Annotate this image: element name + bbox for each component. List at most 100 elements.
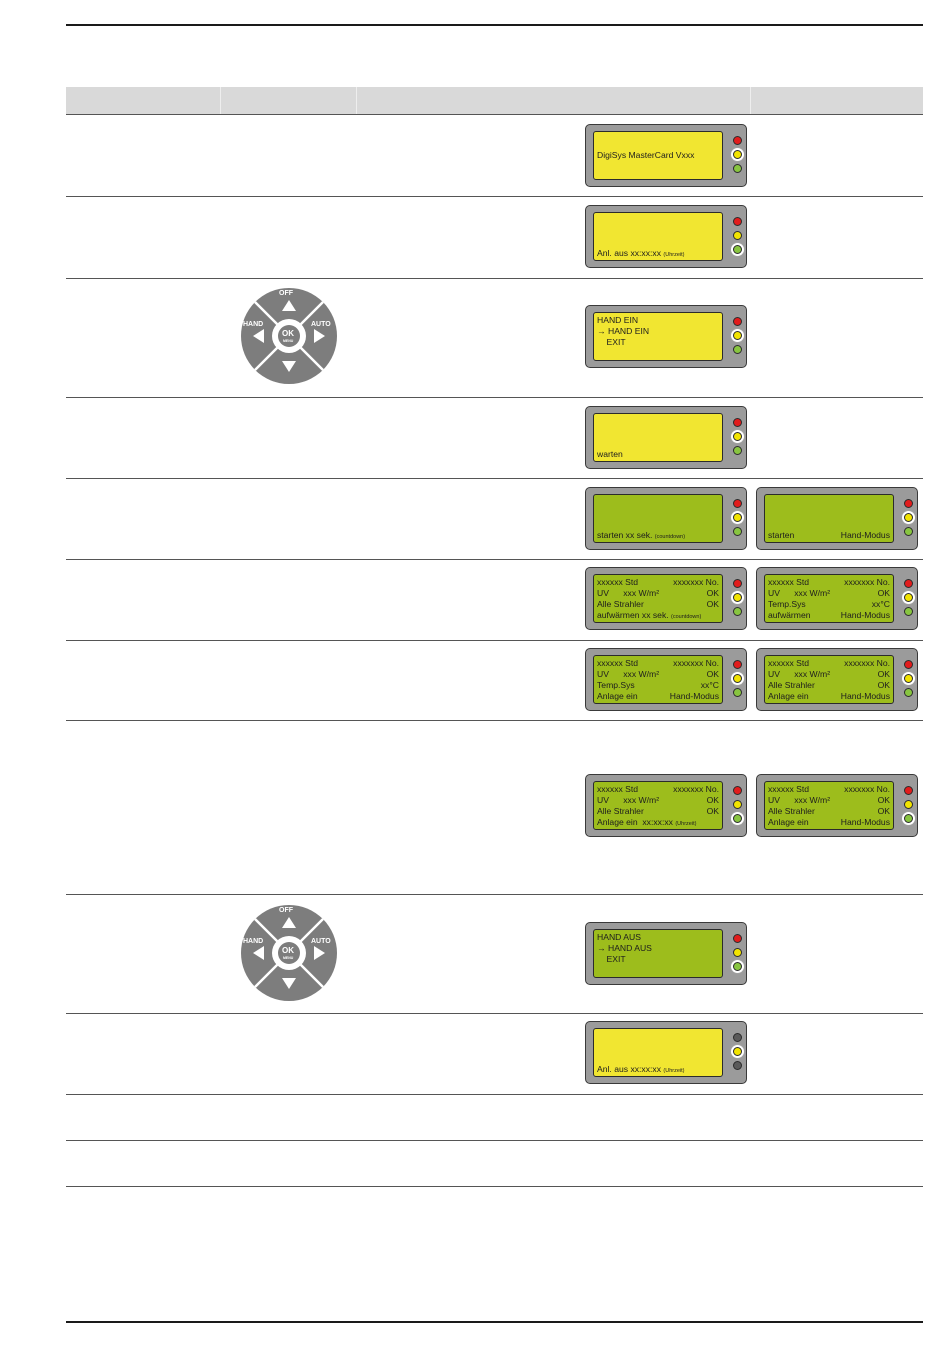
lcd-line: → HAND EIN	[597, 326, 719, 337]
green-led-icon	[733, 446, 742, 455]
lcd-text: Temp.Sys	[768, 599, 806, 609]
lcd-screen: HAND EIN→ HAND EIN EXIT	[593, 312, 723, 361]
row-divider	[66, 559, 923, 560]
lcd-text: xxxxxxx No.	[673, 784, 719, 794]
lcd-line: → HAND AUS	[597, 943, 719, 954]
lcd-text: OK	[877, 680, 890, 690]
yellow-led-icon	[904, 513, 913, 522]
lcd-screen: starten xx sek. (countdown)	[593, 494, 723, 543]
lcd-line: HAND EIN	[597, 315, 719, 326]
lcd-display: HAND AUS→ HAND AUS EXIT	[585, 922, 747, 985]
red-led-icon	[733, 317, 742, 326]
lcd-text: xxxxxxx No.	[673, 658, 719, 668]
lcd-text: starten xx sek. (countdown)	[597, 530, 686, 540]
lcd-display: warten	[585, 406, 747, 469]
lcd-line: aufwärmen xx sek. (countdown)	[597, 610, 719, 621]
lcd-text: warten	[597, 449, 623, 459]
lcd-text: xxxxxxx No.	[844, 577, 890, 587]
row-divider	[66, 278, 923, 279]
lcd-line: EXIT	[597, 337, 719, 348]
row-divider	[66, 640, 923, 641]
yellow-led-icon	[733, 800, 742, 809]
keypad-menu-label: MENU	[283, 956, 294, 960]
green-led-icon	[904, 814, 913, 823]
lcd-text: xxxxxxx No.	[844, 784, 890, 794]
lcd-screen: HAND AUS→ HAND AUS EXIT	[593, 929, 723, 978]
lcd-display: starten xx sek. (countdown)	[585, 487, 747, 550]
lcd-text: OK	[706, 806, 719, 816]
row-divider	[66, 1186, 923, 1187]
lcd-text: xxxxxxx No.	[844, 658, 890, 668]
lcd-display: Anl. aus xx:xx:xx (Uhrzeit)	[585, 1021, 747, 1084]
lcd-screen: warten	[593, 413, 723, 462]
lcd-line: xxxxxx Std xxxxxxx No.	[768, 658, 890, 669]
lcd-text: → HAND EIN	[597, 326, 650, 336]
lcd-text: OK	[706, 588, 719, 598]
lcd-line: xxxxxx Std xxxxxxx No.	[597, 577, 719, 588]
yellow-led-icon	[733, 674, 742, 683]
yellow-led-icon	[733, 593, 742, 602]
red-led-icon	[733, 136, 742, 145]
lcd-display: Anl. aus xx:xx:xx (Uhrzeit)	[585, 205, 747, 268]
yellow-led-icon	[733, 331, 742, 340]
green-led-icon	[733, 814, 742, 823]
lcd-text: aufwärmen	[768, 610, 811, 620]
lcd-line: xxxxxx Std xxxxxxx No.	[768, 577, 890, 588]
yellow-led-icon	[733, 1047, 742, 1056]
red-led-icon	[733, 934, 742, 943]
red-led-icon	[904, 579, 913, 588]
red-led-icon	[733, 418, 742, 427]
lcd-text: (countdown)	[671, 614, 702, 620]
red-led-icon	[733, 786, 742, 795]
lcd-line: Anlage ein xx:xx:xx (Uhrzeit)	[597, 817, 719, 828]
green-led-icon	[733, 688, 742, 697]
keypad-hand-label: HAND	[243, 321, 264, 328]
keypad-ok-label: OK	[282, 946, 294, 955]
lcd-text: UV xxx W/m²	[597, 795, 660, 805]
lcd-text: (Uhrzeit)	[675, 821, 697, 827]
control-keypad: OFF HAND AUTO OK MENU	[240, 287, 338, 385]
lcd-text: OK	[706, 669, 719, 679]
red-led-icon	[733, 579, 742, 588]
yellow-led-icon	[904, 593, 913, 602]
lcd-text: OK	[706, 599, 719, 609]
green-led-icon	[904, 527, 913, 536]
lcd-text: xxxxxx Std	[768, 784, 810, 794]
lcd-text: Anlage ein	[768, 691, 809, 701]
lcd-text: UV xxx W/m²	[768, 588, 831, 598]
top-rule	[66, 24, 923, 26]
lcd-screen: Anl. aus xx:xx:xx (Uhrzeit)	[593, 212, 723, 261]
lcd-text: xxxxxxx No.	[673, 577, 719, 587]
yellow-led-icon	[904, 674, 913, 683]
header-column-divider	[356, 87, 357, 114]
lcd-text: Alle Strahler	[597, 806, 644, 816]
yellow-led-icon	[733, 231, 742, 240]
lcd-text: EXIT	[597, 954, 626, 964]
lcd-text: Alle Strahler	[768, 806, 815, 816]
table-header	[66, 87, 923, 114]
lcd-text: (countdown)	[654, 534, 686, 540]
lcd-text: Anlage ein	[768, 817, 809, 827]
lcd-text: Alle Strahler	[768, 680, 815, 690]
lcd-text: xxxxxx Std	[768, 577, 810, 587]
lcd-text: Alle Strahler	[597, 599, 644, 609]
lcd-text: xxxxxx Std	[768, 658, 810, 668]
header-column-divider	[750, 87, 751, 114]
lcd-text: xxxxxx Std	[597, 577, 639, 587]
red-led-icon	[904, 660, 913, 669]
